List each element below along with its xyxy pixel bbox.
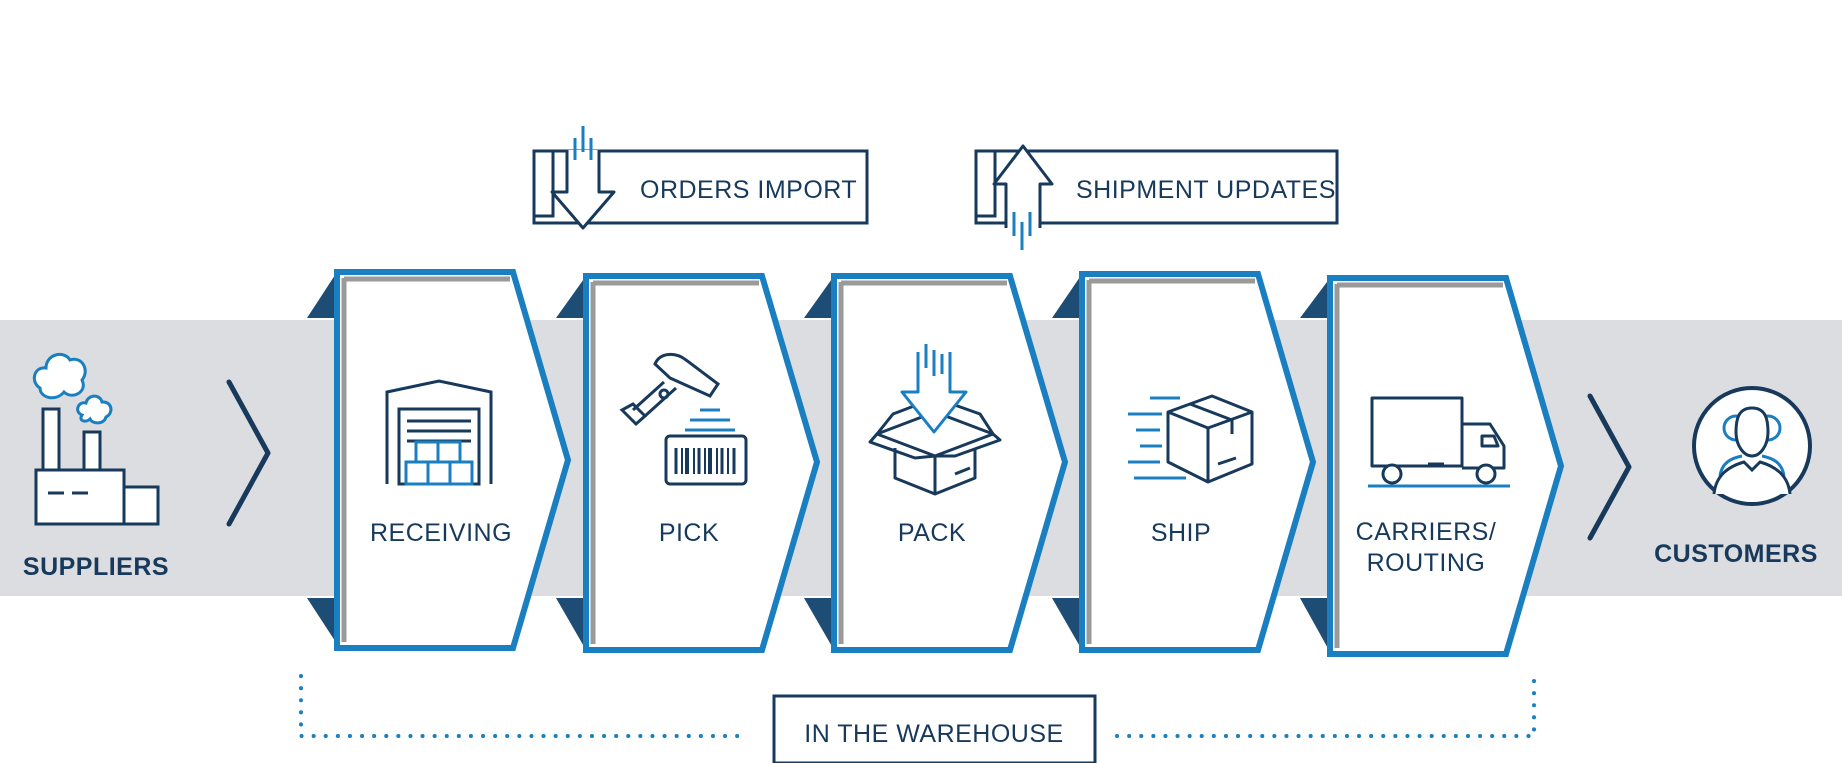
flow-chevron-icon: [1587, 393, 1632, 541]
shipment-updates-label: SHIPMENT UPDATES: [1076, 176, 1336, 204]
step-ship: [1052, 271, 1317, 653]
down-arrow-icon: [550, 126, 616, 230]
warehouse-icon: [385, 379, 493, 486]
customers-label: CUSTOMERS: [1654, 540, 1818, 568]
truck-icon: [1368, 396, 1510, 488]
people-icon: [1692, 386, 1812, 506]
barcode-scanner-icon: [619, 353, 748, 486]
step-receiving: [307, 269, 572, 651]
warehouse-bracket: [299, 668, 1536, 738]
step-pack-label: PACK: [898, 519, 966, 547]
step-pick-label: PICK: [659, 519, 719, 547]
step-pack: [804, 273, 1069, 653]
up-arrow-icon: [992, 144, 1054, 250]
down-arrow-icon: [900, 344, 968, 434]
step-carriers-label-line1: CARRIERS/: [1356, 518, 1497, 546]
orders-import-label: ORDERS IMPORT: [640, 176, 857, 204]
step-carriers-label-line2: ROUTING: [1367, 549, 1486, 577]
step-pick: [556, 273, 821, 653]
step-ship-label: SHIP: [1151, 519, 1211, 547]
in-the-warehouse-label: IN THE WAREHOUSE: [804, 720, 1063, 748]
factory-icon: [32, 352, 160, 526]
suppliers-label: SUPPLIERS: [23, 553, 169, 581]
in-the-warehouse-box: [772, 694, 1097, 763]
flow-chevron-icon: [226, 379, 271, 527]
step-receiving-label: RECEIVING: [370, 519, 512, 547]
box-moving-icon: [1128, 394, 1254, 484]
barcode-icon: [674, 448, 736, 474]
